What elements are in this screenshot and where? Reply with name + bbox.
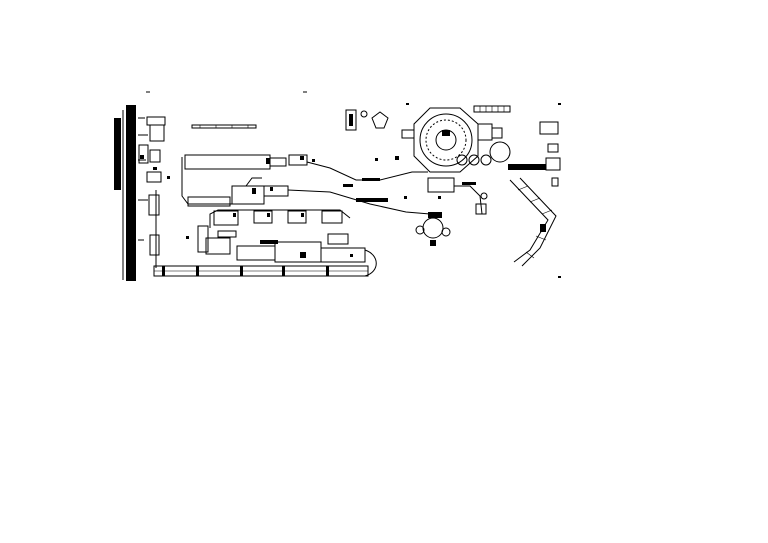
- infeed-lines: [379, 171, 488, 215]
- bottom-long-conveyor: [153, 265, 369, 277]
- left-storage-rack: [114, 105, 148, 281]
- lower-conveyor-line: [197, 209, 351, 255]
- inclined-discharge-conveyor: [509, 177, 557, 267]
- middle-conveyor-line: [187, 177, 431, 215]
- scatter-symbols: [167, 156, 441, 257]
- rotary-filler-machine: [401, 107, 479, 173]
- sheet-marks: [146, 91, 561, 278]
- bottom-process-block: [236, 233, 377, 277]
- left-equipment-cluster: [138, 116, 166, 268]
- title-bar-block: [191, 124, 257, 129]
- central-packing-unit: [415, 177, 455, 246]
- top-small-tower: [345, 109, 389, 131]
- right-machine-group: [456, 105, 561, 187]
